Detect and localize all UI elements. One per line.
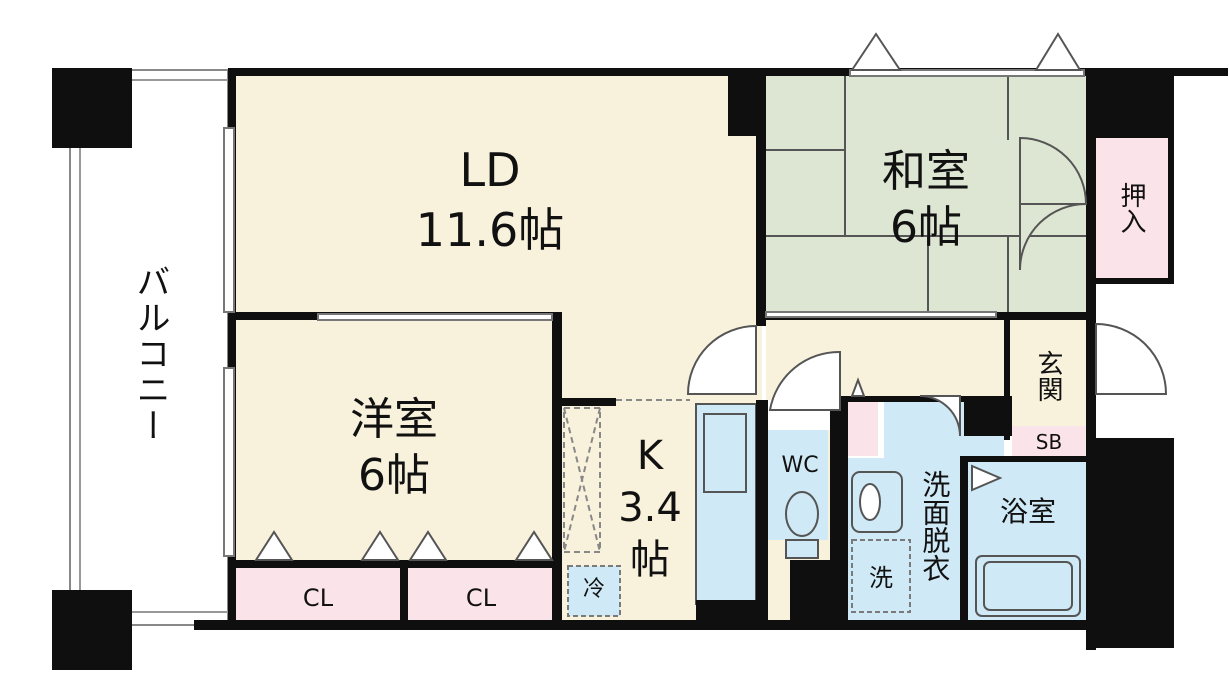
cl-1-area — [236, 566, 400, 622]
tatami-lines — [766, 76, 1088, 314]
kitchen-unit-label: 帖 — [630, 537, 670, 583]
oshiire-label: 押入 — [1116, 182, 1146, 234]
washer-label: 洗 — [869, 564, 893, 592]
pink-small — [848, 400, 878, 456]
shoe-box-label: SB — [1035, 430, 1063, 454]
shoe-box-area — [1012, 426, 1086, 456]
balcony-label: バルコニー — [130, 264, 170, 444]
oshiire-area — [1092, 138, 1168, 278]
toilet-tank — [785, 539, 819, 559]
fridge-label: 冷 — [582, 577, 606, 602]
walls — [52, 68, 1228, 670]
kitchen-size-label: 3.4 — [618, 485, 682, 531]
washitsu-size-label: 6帖 — [890, 202, 962, 253]
column-top-right — [1088, 68, 1174, 138]
senmen-label: 洗面脱衣 — [918, 470, 952, 582]
cl-1-label: CL — [302, 584, 334, 612]
youshitsu-size-label: 6帖 — [358, 450, 430, 501]
cl-2-area — [408, 566, 554, 622]
kitchen-storage — [563, 399, 690, 553]
ld-floor — [232, 74, 762, 314]
ld-size-label: 11.6帖 — [415, 203, 565, 257]
ld-label: LD — [459, 143, 521, 197]
youshitsu-floor — [236, 318, 554, 566]
appliance-spots — [567, 539, 911, 617]
closet-doors — [254, 377, 1003, 561]
column-bottom-left — [52, 590, 132, 670]
kitchen-label: K — [636, 433, 664, 479]
fixtures — [785, 471, 1081, 617]
genkan-floor — [1010, 322, 1088, 426]
column-top-left — [52, 68, 132, 148]
wc-label: WC — [781, 453, 819, 478]
windows — [223, 69, 1085, 557]
cl-2-label: CL — [465, 584, 497, 612]
youshitsu-label: 洋室 — [350, 394, 438, 445]
toilet-bowl — [785, 491, 819, 537]
door-swings — [686, 32, 1168, 437]
balcony-area — [69, 69, 229, 626]
washitsu-label: 和室 — [882, 146, 970, 197]
bath-label: 浴室 — [999, 495, 1057, 528]
column-bottom-right — [1088, 438, 1174, 648]
genkan-label: 玄関 — [1033, 350, 1063, 402]
